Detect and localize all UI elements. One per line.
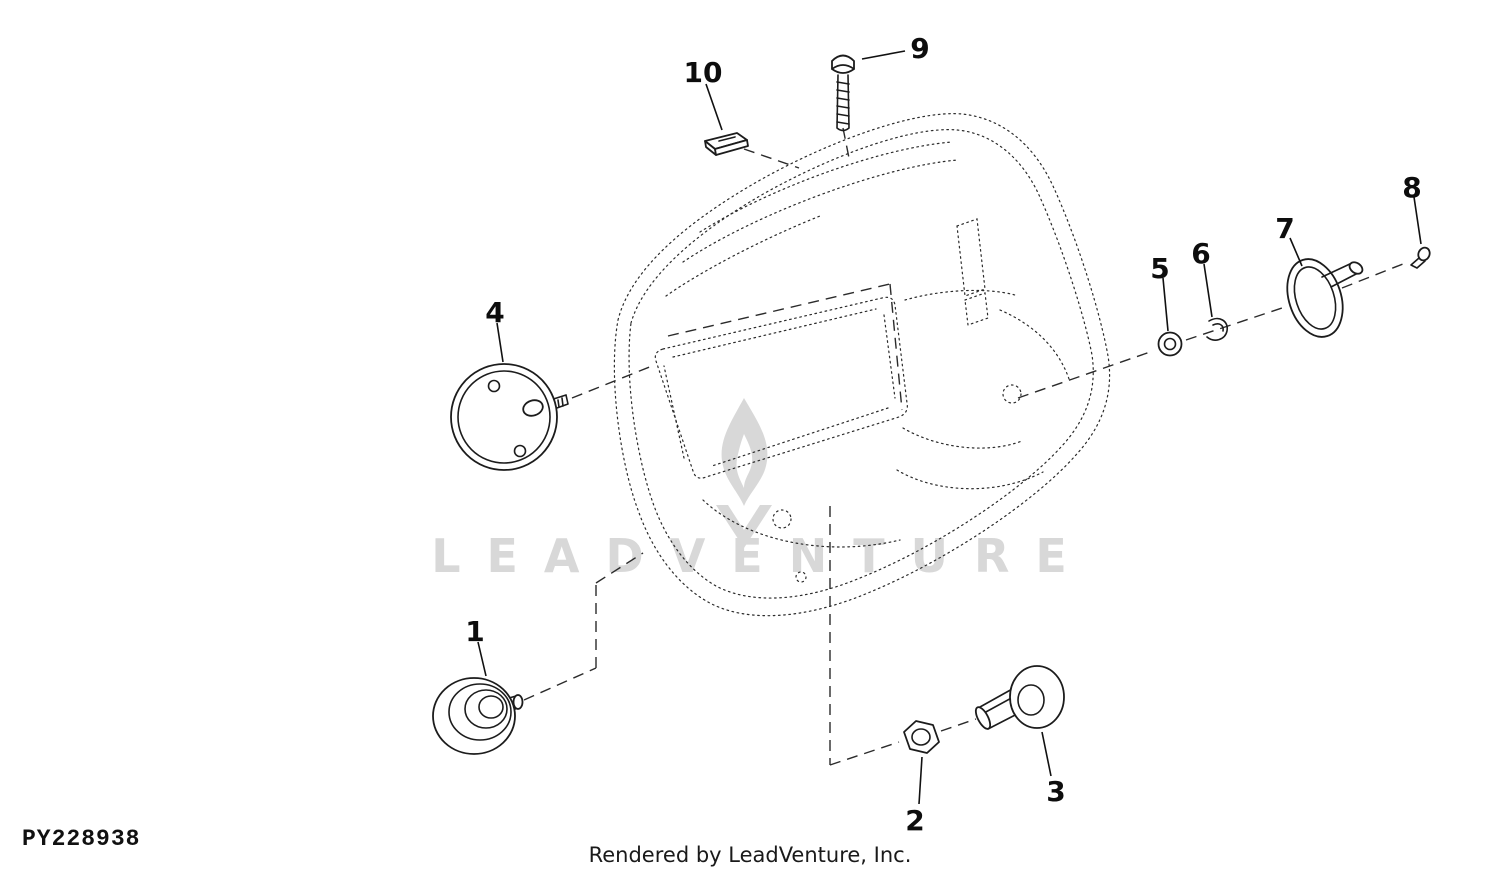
console-housing-outline: [613, 113, 1111, 617]
callout-label-5: 5: [1150, 252, 1169, 285]
watermark-text: LEADVENTURE: [431, 529, 1093, 583]
callout-label-3: 3: [1046, 775, 1065, 808]
callout-label-8: 8: [1402, 171, 1421, 204]
knob-part-1: [432, 677, 524, 755]
hex-nut-part-2: [903, 720, 940, 754]
callout-labels: 1 2 3 4 5 6 7 8 9 10: [465, 32, 1421, 837]
washer-part-5: [1157, 331, 1183, 357]
flame-logo-inner: [736, 434, 753, 488]
callout-label-6: 6: [1191, 237, 1210, 270]
callout-leader-lines: [477, 50, 1422, 805]
bolt-part-9: [831, 54, 855, 132]
callout-label-9: 9: [910, 32, 929, 65]
assembly-dashed-lines: [523, 127, 1409, 766]
part-number-code: PY228938: [22, 826, 141, 852]
leadventure-watermark: LEADVENTURE: [431, 398, 1093, 583]
footer-credit: Rendered by LeadVenture, Inc.: [588, 843, 912, 867]
callout-label-7: 7: [1275, 212, 1294, 245]
screw-part-8: [1410, 246, 1431, 269]
flame-logo-v: [716, 505, 772, 548]
dial-cap-part-4: [450, 363, 569, 471]
clip-part-10: [704, 132, 749, 156]
spring-clip-part-6: [1206, 317, 1229, 341]
callout-label-4: 4: [485, 296, 504, 329]
callout-label-1: 1: [465, 615, 484, 648]
dial-disc-part-7: [1286, 258, 1364, 338]
callout-label-2: 2: [905, 804, 924, 837]
callout-label-10: 10: [684, 56, 723, 89]
control-knob-part-3: [974, 665, 1065, 730]
